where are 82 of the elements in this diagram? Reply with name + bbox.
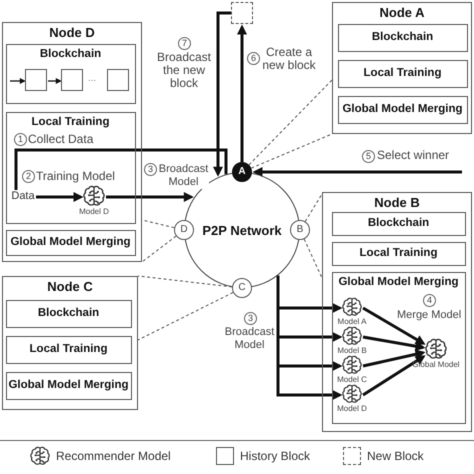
brain-icon bbox=[342, 384, 362, 404]
step-number: 5 bbox=[362, 150, 375, 163]
step-number: 3 bbox=[144, 163, 157, 176]
legend-label: Recommender Model bbox=[56, 449, 171, 463]
edge-label: Select winner bbox=[377, 149, 450, 162]
leader-line bbox=[142, 220, 175, 228]
arrow bbox=[362, 336, 426, 352]
leader-line bbox=[138, 276, 233, 288]
leader-line bbox=[250, 134, 332, 169]
peer-circle: A bbox=[232, 162, 252, 182]
peer-circle: C bbox=[232, 278, 252, 298]
brain-icon bbox=[342, 355, 362, 375]
arrow bbox=[36, 192, 84, 202]
node-panel bbox=[332, 2, 472, 134]
edge-label: Broadcast the new block bbox=[156, 51, 212, 90]
peer-circle: D bbox=[174, 220, 194, 240]
edge-label: Merge Model bbox=[397, 309, 462, 322]
module-panel: Blockchain bbox=[338, 24, 468, 52]
new-block bbox=[231, 2, 253, 24]
arrow bbox=[213, 12, 231, 177]
leader-line bbox=[138, 292, 234, 340]
model-label: Model D bbox=[337, 404, 367, 413]
arrow bbox=[237, 24, 247, 162]
leader-line bbox=[248, 80, 332, 166]
module-title: Blockchain bbox=[40, 46, 102, 62]
history-block bbox=[107, 69, 129, 91]
history-block bbox=[25, 69, 47, 91]
model-label: Model D bbox=[79, 207, 109, 216]
edge-label: Collect Data bbox=[28, 133, 94, 146]
edge-label: Broadcast Model bbox=[158, 163, 209, 189]
step-number: 4 bbox=[423, 294, 436, 307]
leader-line bbox=[304, 238, 322, 278]
arrow bbox=[252, 167, 462, 177]
module-title: Local Training bbox=[32, 114, 110, 130]
model-label: Model A bbox=[338, 317, 366, 326]
module-panel: Global Model Merging bbox=[338, 96, 468, 124]
arrow bbox=[106, 192, 194, 202]
node-title: Node C bbox=[47, 279, 93, 294]
node-title: Node B bbox=[374, 195, 420, 210]
history-block bbox=[61, 69, 83, 91]
node-title: Node A bbox=[379, 5, 425, 20]
arrow bbox=[48, 78, 62, 84]
data-label: Data bbox=[11, 189, 35, 203]
module-panel: Blockchain bbox=[332, 212, 466, 236]
arrow bbox=[362, 355, 426, 396]
step-number: 3 bbox=[244, 312, 257, 325]
step-number: 2 bbox=[22, 170, 35, 183]
module-panel: Local Training bbox=[338, 60, 468, 88]
peer-circle: B bbox=[290, 220, 310, 240]
edge-label: Training Model bbox=[36, 170, 115, 183]
edge-label: Create a new block bbox=[261, 46, 317, 72]
module-panel: Global Model Merging bbox=[6, 372, 132, 400]
step-number: 6 bbox=[247, 52, 260, 65]
node-panel bbox=[2, 276, 138, 410]
node-panel bbox=[2, 22, 142, 262]
brain-icon bbox=[342, 326, 362, 346]
module-title: Global Model Merging bbox=[338, 274, 459, 290]
node-panel bbox=[322, 192, 472, 432]
ellipsis-text: ... bbox=[88, 74, 96, 84]
module-panel: Local Training bbox=[6, 336, 132, 364]
brain-icon bbox=[342, 297, 362, 317]
module-panel: Local Training bbox=[332, 242, 466, 266]
brain-icon bbox=[425, 338, 447, 360]
step-number: 7 bbox=[178, 37, 191, 50]
step-number: 1 bbox=[14, 133, 27, 146]
module-panel bbox=[6, 112, 136, 224]
module-panel: Blockchain bbox=[6, 300, 132, 328]
leader-line bbox=[142, 236, 177, 262]
module-panel bbox=[6, 44, 136, 104]
brain-icon bbox=[83, 185, 105, 207]
model-label: Model B bbox=[337, 346, 367, 355]
legend-label: History Block bbox=[240, 449, 310, 463]
leader-line bbox=[304, 194, 322, 222]
arrow bbox=[362, 349, 426, 368]
arrow bbox=[362, 306, 426, 345]
legend-label: New Block bbox=[367, 449, 424, 463]
model-label: Global Model bbox=[412, 360, 460, 369]
node-title: Node D bbox=[49, 25, 95, 40]
module-panel: Global Model Merging bbox=[6, 230, 136, 256]
model-label: Model C bbox=[337, 375, 367, 384]
arrow bbox=[10, 78, 26, 84]
connector-line bbox=[14, 148, 228, 190]
